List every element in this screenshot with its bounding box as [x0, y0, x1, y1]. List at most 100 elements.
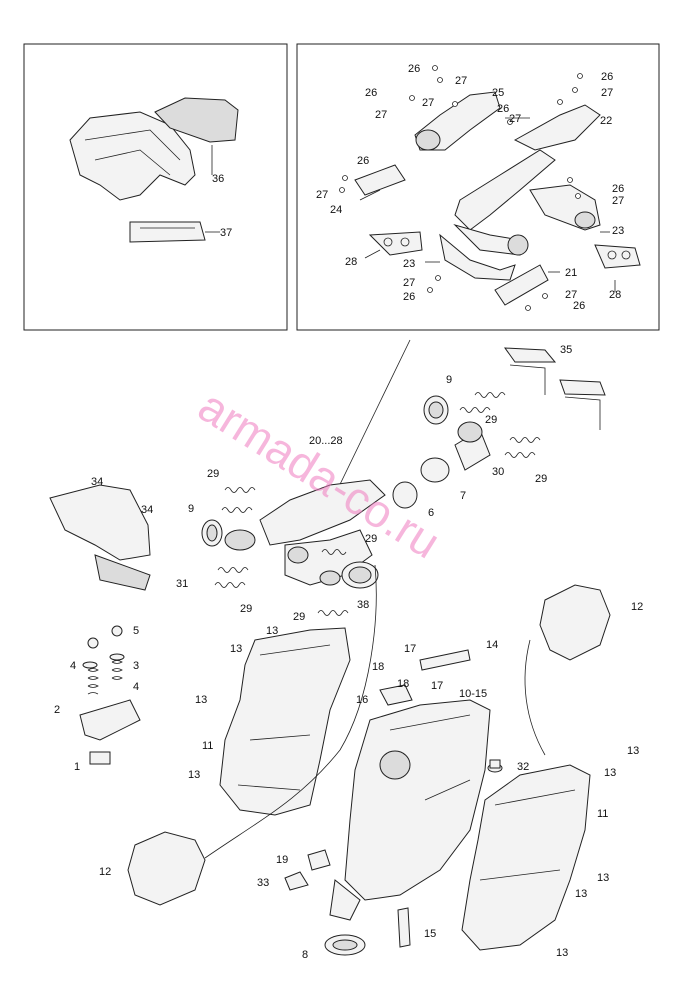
callout-37: 37: [220, 227, 232, 239]
callout-9: 9: [446, 374, 452, 386]
part-10-muffler: [329, 699, 491, 921]
callout-24: 24: [330, 204, 342, 216]
callout-22: 22: [600, 115, 612, 127]
callout-21: 21: [565, 267, 577, 279]
part-24-shield: [354, 164, 406, 196]
leader-curve-12-right: [524, 639, 546, 756]
part-35-brackets: [503, 347, 606, 430]
part-32-damper: [487, 759, 503, 773]
callout-27: 27: [455, 75, 467, 87]
callout-26: 26: [403, 291, 415, 303]
part-38-gasket: [341, 561, 379, 589]
callout-13: 13: [556, 947, 568, 959]
part-12-shield-left: [127, 831, 206, 906]
callout-5: 5: [133, 625, 139, 637]
part-6-sleeve: [392, 481, 418, 509]
callout-4: 4: [133, 681, 139, 693]
callout-4: 4: [70, 660, 76, 672]
callout-13: 13: [195, 694, 207, 706]
callout-38: 38: [357, 599, 369, 611]
part-9-gasket-left: [201, 519, 223, 547]
part-25-upper-pipe: [414, 91, 501, 151]
callout-36: 36: [212, 173, 224, 185]
callout-31: 31: [176, 578, 188, 590]
callout-11: 11: [202, 740, 213, 752]
part-8-gasket: [324, 934, 366, 956]
part-22-upper-shield: [513, 104, 601, 151]
part-28-plate-right: [594, 244, 641, 269]
callout-23: 23: [612, 225, 624, 237]
callout-13: 13: [230, 643, 242, 655]
callout-26: 26: [497, 103, 509, 115]
leader-curve-11-left: [204, 564, 377, 859]
part-16-heatshield-small: [379, 684, 413, 706]
callout-29: 29: [240, 603, 252, 615]
callout-27: 27: [612, 195, 624, 207]
callout-27: 27: [403, 277, 415, 289]
assembly-20-28-pipes: [224, 479, 386, 586]
callout-29: 29: [485, 414, 497, 426]
callout-27: 27: [565, 289, 577, 301]
callout-9: 9: [188, 503, 194, 515]
callout-27: 27: [375, 109, 387, 121]
part-12-shield-right: [539, 584, 611, 661]
callout-16: 16: [356, 694, 368, 706]
callout-23: 23: [403, 258, 415, 270]
callout-12: 12: [99, 866, 111, 878]
callout-13: 13: [597, 872, 609, 884]
callout-26: 26: [601, 71, 613, 83]
fasteners-26-27: [339, 65, 583, 311]
callout-19: 19: [276, 854, 288, 866]
callout-29: 29: [535, 473, 547, 485]
callout-30: 30: [492, 466, 504, 478]
part-11-heat-shield-left: [219, 627, 351, 816]
callout-17: 17: [404, 643, 416, 655]
part-23-shield-left: [439, 233, 516, 281]
callout-26: 26: [612, 183, 624, 195]
part-7-clamp: [420, 457, 450, 483]
callout-26: 26: [573, 300, 585, 312]
callout-13: 13: [575, 888, 587, 900]
callout-33: 33: [257, 877, 269, 889]
callout-25: 25: [492, 87, 504, 99]
callout-29: 29: [365, 533, 377, 545]
callout-27: 27: [509, 113, 521, 125]
callout-27: 27: [422, 97, 434, 109]
callout-34: 34: [141, 504, 153, 516]
callout-13: 13: [604, 767, 616, 779]
inset-box-right: [296, 43, 660, 331]
part-30-pipe: [454, 421, 491, 471]
callout-8: 8: [302, 949, 308, 961]
callout-26: 26: [408, 63, 420, 75]
callout-17: 17: [431, 680, 443, 692]
part-23-shield-right: [529, 184, 601, 231]
part-15-strip: [397, 907, 411, 948]
callout-11: 11: [597, 808, 608, 820]
callout-18: 18: [372, 661, 384, 673]
callout-26: 26: [365, 87, 377, 99]
callout-32: 32: [517, 761, 529, 773]
callout-3: 3: [133, 660, 139, 672]
part-9-gasket-top: [423, 395, 449, 425]
headpipe-assembly: [453, 149, 556, 256]
part-19-bracket: [307, 849, 331, 871]
callout-13: 13: [188, 769, 200, 781]
callout-6: 6: [428, 507, 434, 519]
callout-34: 34: [91, 476, 103, 488]
callout-28: 28: [345, 256, 357, 268]
callout-1: 1: [74, 761, 80, 773]
part-36-heat-shield-frame: [69, 97, 239, 201]
callout-29: 29: [293, 611, 305, 623]
callout-27: 27: [316, 189, 328, 201]
callout-2: 2: [54, 704, 60, 716]
part-11-heat-shield-right: [461, 764, 591, 951]
leader-20-28: [329, 339, 411, 506]
leader-lines-inset-right: [359, 117, 616, 292]
callout-29: 29: [207, 468, 219, 480]
part-37-shield-plate: [129, 221, 206, 243]
callout-10-15: 10-15: [459, 688, 487, 700]
callout-13: 13: [627, 745, 639, 757]
callout-labels: 36 37 26 27 26 27 27 25 26 27 26 27 22 2…: [54, 63, 643, 961]
callout-18: 18: [397, 678, 409, 690]
